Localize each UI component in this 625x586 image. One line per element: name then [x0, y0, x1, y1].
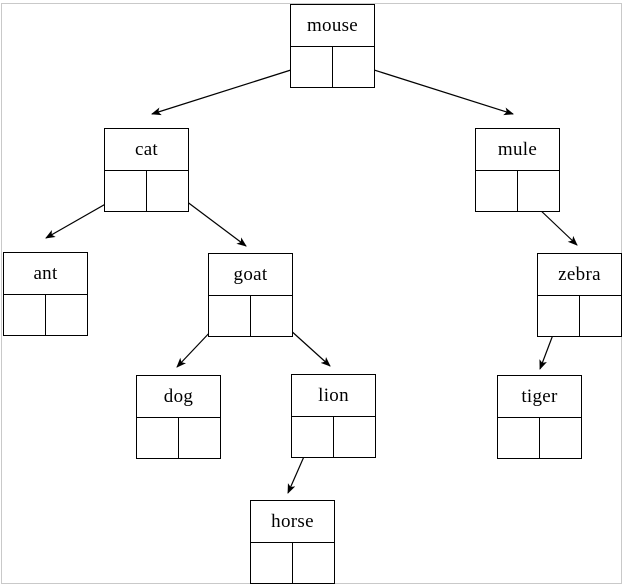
right-pointer-cell-mule	[517, 171, 559, 211]
pointer-cells-dog	[137, 418, 220, 458]
right-pointer-cell-goat	[250, 296, 292, 336]
pointer-cells-horse	[251, 543, 334, 583]
pointer-cells-mouse	[291, 47, 374, 87]
left-pointer-cell-dog	[137, 418, 178, 458]
left-pointer-cell-mule	[476, 171, 517, 211]
tree-node-lion: lion	[291, 374, 376, 458]
left-pointer-cell-horse	[251, 543, 292, 583]
left-pointer-cell-cat	[105, 171, 146, 211]
edge-mouse-right-mule	[351, 62, 514, 116]
node-label-ant: ant	[4, 253, 87, 295]
node-label-goat: goat	[209, 254, 292, 296]
node-label-zebra: zebra	[538, 254, 621, 296]
left-pointer-cell-tiger	[498, 418, 539, 458]
pointer-cells-goat	[209, 296, 292, 336]
right-pointer-cell-mouse	[332, 47, 374, 87]
left-pointer-cell-ant	[4, 295, 45, 335]
right-pointer-cell-horse	[292, 543, 334, 583]
node-label-mouse: mouse	[291, 5, 374, 47]
tree-node-horse: horse	[250, 500, 335, 584]
left-pointer-cell-lion	[292, 417, 333, 457]
pointer-cells-cat	[105, 171, 188, 211]
pointer-cells-mule	[476, 171, 559, 211]
node-label-horse: horse	[251, 501, 334, 543]
tree-node-mouse: mouse	[290, 4, 375, 88]
node-label-lion: lion	[292, 375, 375, 417]
right-pointer-cell-dog	[178, 418, 220, 458]
right-pointer-cell-cat	[146, 171, 188, 211]
tree-node-cat: cat	[104, 128, 189, 212]
right-pointer-cell-lion	[333, 417, 375, 457]
tree-node-ant: ant	[3, 252, 88, 336]
node-label-dog: dog	[137, 376, 220, 418]
tree-node-zebra: zebra	[537, 253, 622, 337]
node-label-cat: cat	[105, 129, 188, 171]
tree-node-goat: goat	[208, 253, 293, 337]
right-pointer-cell-zebra	[579, 296, 621, 336]
edge-mouse-left-cat	[151, 62, 314, 116]
pointer-cells-lion	[292, 417, 375, 457]
left-pointer-cell-zebra	[538, 296, 579, 336]
right-pointer-cell-tiger	[539, 418, 581, 458]
node-label-tiger: tiger	[498, 376, 581, 418]
tree-node-dog: dog	[136, 375, 221, 459]
left-pointer-cell-mouse	[291, 47, 332, 87]
tree-node-tiger: tiger	[497, 375, 582, 459]
tree-node-mule: mule	[475, 128, 560, 212]
pointer-cells-zebra	[538, 296, 621, 336]
right-pointer-cell-ant	[45, 295, 87, 335]
left-pointer-cell-goat	[209, 296, 250, 336]
pointer-cells-tiger	[498, 418, 581, 458]
pointer-cells-ant	[4, 295, 87, 335]
node-label-mule: mule	[476, 129, 559, 171]
